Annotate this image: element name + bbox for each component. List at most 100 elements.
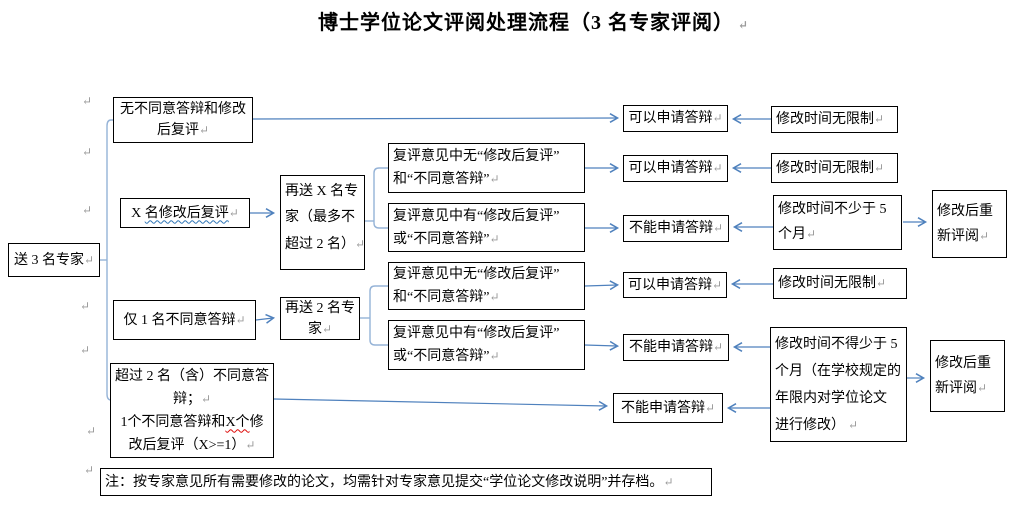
node-label: 可以申请答辩↵ <box>624 275 726 296</box>
node-no-time-limit-2: 修改时间无限制↵ <box>771 153 898 183</box>
node-review-none-2: 复评意见中无“修改后复评”和“不同意答辩”↵ <box>388 262 585 310</box>
text-segment: 和“不同意答辩” <box>393 172 490 187</box>
text-segment: 可以申请答辩 <box>628 111 713 126</box>
paragraph-mark: ↵ <box>80 343 91 357</box>
note-box: 注：按专家意见所有需要修改的论文，均需针对专家意见提交“学位论文修改说明”并存档… <box>100 468 712 496</box>
paragraph-mark: ↵ <box>489 290 500 304</box>
paragraph-mark: ↵ <box>712 161 723 175</box>
arrow-reviewnone2-to-can3 <box>584 280 620 291</box>
text-segment: 可以申请答辩 <box>628 161 713 176</box>
node-label: 超过 2 名（含）不同意答辩；↵1个不同意答辩和X个修改后复评（X>=1）↵ <box>111 365 273 457</box>
node-label: 修改时间无限制↵ <box>772 158 897 179</box>
paragraph-mark: ↵ <box>245 437 256 452</box>
text-segment: 注：按专家意见所有需要修改的论文，均需针对专家意见提交“学位论文修改说明”并存档… <box>105 474 664 490</box>
node-label: X 名修改后复评↵ <box>121 203 249 224</box>
node-review-has-1: 复评意见中有“修改后复评”或“不同意答辩”↵ <box>388 203 585 252</box>
paragraph-mark: ↵ <box>321 321 333 336</box>
node-label: 复评意见中无“修改后复评”和“不同意答辩”↵ <box>389 263 584 309</box>
node-label: 可以申请答辩↵ <box>624 158 727 179</box>
node-can-defend-1: 可以申请答辩↵ <box>623 105 728 132</box>
text-segment: 博士学位论文评阅处理流程（3 名专家评阅） <box>317 12 734 34</box>
text-segment: 或“不同意答辩” <box>393 349 490 364</box>
text-segment: 修改时间不得少于 5 <box>775 337 898 352</box>
text-segment: 修 <box>249 414 264 430</box>
text-segment: 不能申请答辩 <box>628 340 713 355</box>
node-rereview-2: 修改后重新评阅↵ <box>930 340 1005 412</box>
text-segment: 进行修改） <box>775 418 845 433</box>
node-no-objection: 无不同意答辩和修改后复评↵ <box>113 97 253 143</box>
text-segment: 修改时间无限制 <box>776 112 874 127</box>
paragraph-mark: ↵ <box>845 418 859 432</box>
paragraph-mark: ↵ <box>80 299 91 313</box>
text-segment: 家 <box>307 321 322 337</box>
arrow-noobjection-to-can1 <box>252 113 620 123</box>
paragraph-mark: ↵ <box>82 145 93 159</box>
text-segment: 超过 2 名（含）不同意答 <box>115 368 269 384</box>
text-segment: 名修改后复评 <box>144 205 229 221</box>
text-segment: 辩； <box>172 391 201 407</box>
text-segment: 家（最多不 <box>285 210 355 225</box>
text-segment: 仅 1 名不同意答辩 <box>123 312 236 328</box>
node-label: 再送 2 名专家↵ <box>281 298 359 340</box>
paragraph-mark: ↵ <box>83 252 95 267</box>
text-segment: 可以申请答辩 <box>627 277 712 293</box>
text-segment: 修改时间无限制 <box>776 160 874 176</box>
node-label: 不能申请答辩↵ <box>614 398 722 419</box>
node-label: 可以申请答辩↵ <box>624 108 727 129</box>
node-no-time-limit-1: 修改时间无限制↵ <box>771 106 898 133</box>
node-label: 修改后重新评阅↵ <box>933 200 1006 249</box>
node-label: 仅 1 名不同意答辩↵ <box>114 310 255 331</box>
arrow-overtwo-to-cannot3 <box>273 398 609 411</box>
text-segment: 无不同意答辩和修改 <box>120 102 246 117</box>
paragraph-mark: ↵ <box>712 221 724 235</box>
node-label: 复评意见中有“修改后复评”或“不同意答辩”↵ <box>389 205 584 251</box>
text-segment: 复评意见中有“修改后复评” <box>393 326 560 341</box>
text-segment: 1个不同意答辩和 <box>120 414 226 430</box>
node-one-disagree: 仅 1 名不同意答辩↵ <box>113 300 256 340</box>
paragraph-mark: ↵ <box>704 400 716 415</box>
paragraph-mark: ↵ <box>874 160 885 175</box>
paragraph-mark: ↵ <box>979 228 990 243</box>
node-send-3-experts: 送 3 名专家↵ <box>8 243 100 277</box>
text-segment: X <box>131 205 145 221</box>
text-segment: 新评阅 <box>935 380 977 396</box>
bracket-start <box>106 119 113 401</box>
node-can-defend-2: 可以申请答辩↵ <box>623 155 728 182</box>
node-cannot-defend-1: 不能申请答辩↵ <box>623 215 729 242</box>
text-segment: 复评意见中无“修改后复评” <box>393 267 560 282</box>
node-label: 复评意见中无“修改后复评”和“不同意答辩”↵ <box>389 145 584 191</box>
note-text: 注：按专家意见所有需要修改的论文，均需针对专家意见提交“学位论文修改说明”并存档… <box>101 472 711 493</box>
text-segment: 改后复评（X>=1） <box>128 437 246 453</box>
paragraph-mark: ↵ <box>733 18 750 32</box>
node-label: 不能申请答辩↵ <box>624 218 728 239</box>
text-segment: 修改后重 <box>935 355 991 371</box>
node-rereview-1: 修改后重新评阅↵ <box>932 190 1007 258</box>
node-label: 修改后重新评阅↵ <box>931 352 1004 401</box>
text-segment: 个月（在学校规定的 <box>775 364 901 379</box>
text-segment: 后复评 <box>156 123 199 138</box>
node-no-time-limit-3: 修改时间无限制↵ <box>773 268 907 299</box>
text-segment: 复评意见中有“修改后复评” <box>393 208 560 224</box>
paragraph-mark: ↵ <box>712 111 723 125</box>
node-x-revise-recheck: X 名修改后复评↵ <box>120 198 250 228</box>
paragraph-mark: ↵ <box>198 123 210 137</box>
text-segment: 复评意见中无“修改后复评” <box>393 149 560 164</box>
node-label: 不能申请答辩↵ <box>624 337 728 358</box>
paragraph-mark: ↵ <box>235 312 246 327</box>
text-segment: 再送 X 名专 <box>285 184 359 199</box>
paragraph-mark: ↵ <box>86 424 97 438</box>
node-label: 复评意见中有“修改后复评”或“不同意答辩”↵ <box>389 322 584 368</box>
paragraph-mark: ↵ <box>663 474 674 489</box>
text-segment: 不能申请答辩 <box>620 400 705 416</box>
paragraph-mark: ↵ <box>82 94 93 108</box>
node-cannot-defend-3: 不能申请答辩↵ <box>613 393 723 423</box>
node-resend-2-experts: 再送 2 名专家↵ <box>280 297 360 340</box>
text-segment: 不能申请答辩 <box>628 221 713 236</box>
text-segment: X个 <box>225 414 250 430</box>
text-segment: 超过 2 名） <box>285 237 355 252</box>
